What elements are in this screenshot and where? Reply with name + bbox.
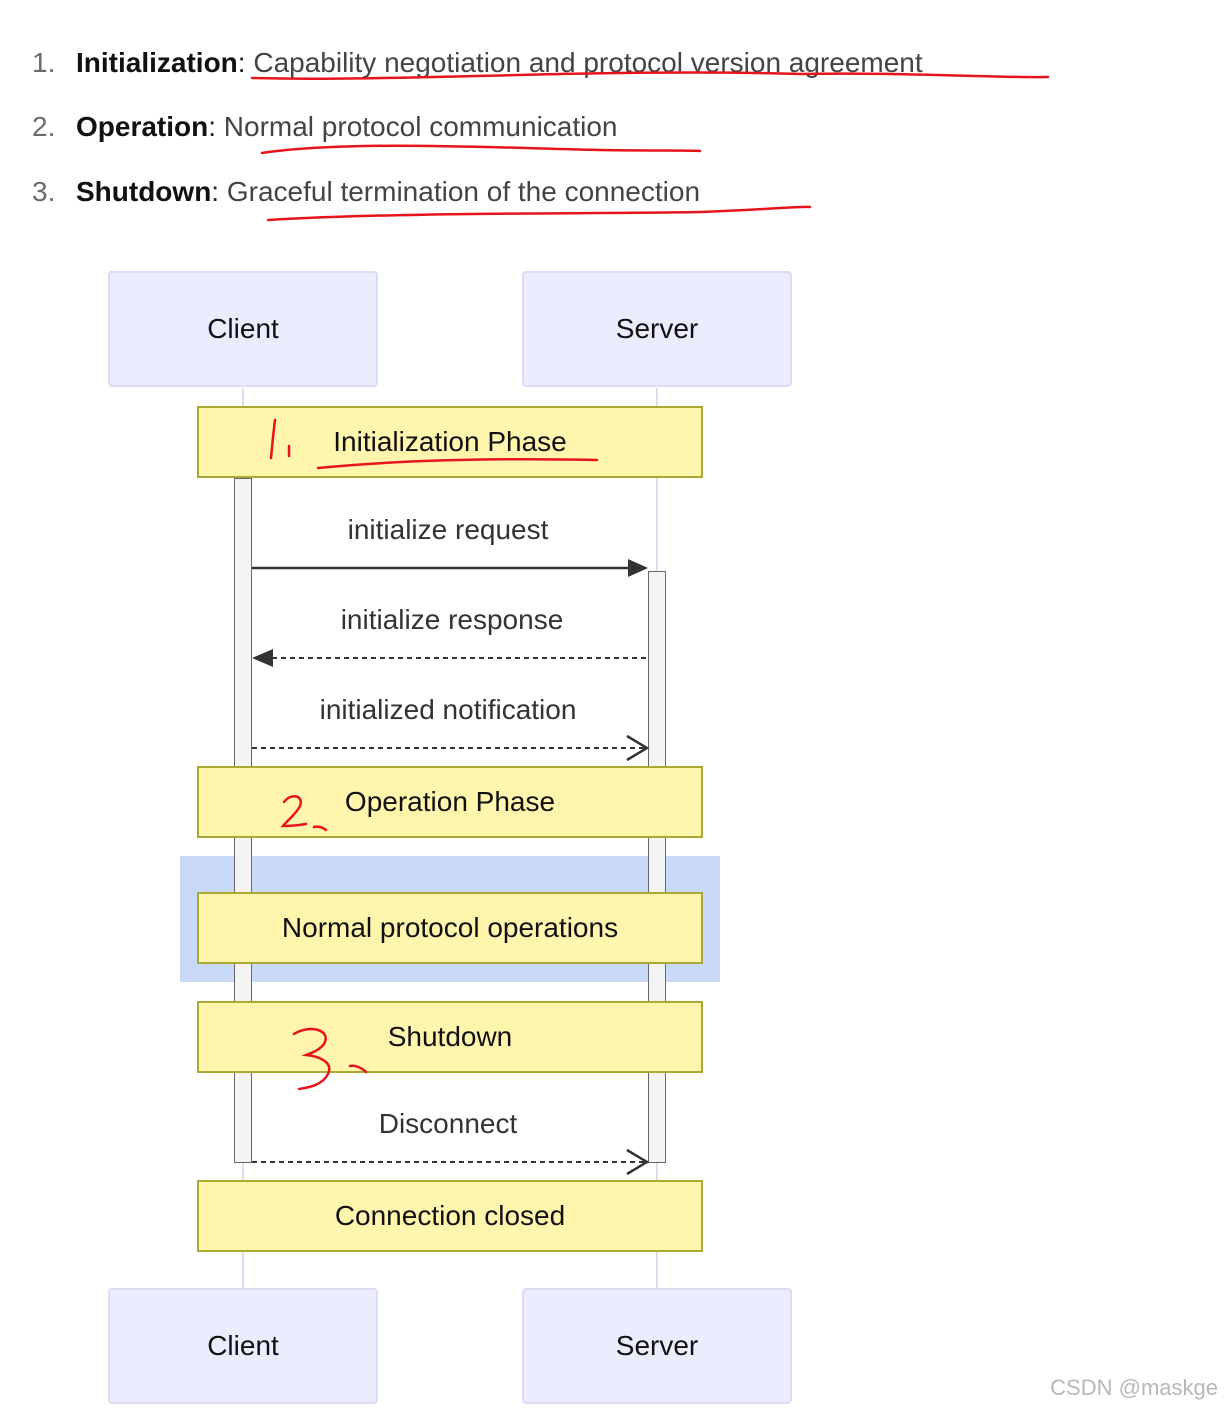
message-label-disconnect: Disconnect <box>378 1108 518 1139</box>
list-term: Shutdown <box>76 176 212 207</box>
note-initialization-phase: Initialization Phase <box>197 406 703 478</box>
actor-client-top: Client <box>108 271 378 387</box>
list-description: Normal protocol communication <box>223 111 618 142</box>
arrow-disconnect <box>252 1148 650 1176</box>
message-label-init-response: initialize response <box>340 604 564 635</box>
list-term: Operation <box>76 111 209 142</box>
red-mark-2 <box>280 794 328 832</box>
note-shutdown: Shutdown <box>197 1001 703 1073</box>
arrow-init-response <box>252 649 648 667</box>
note-operation-phase: Operation Phase <box>197 766 703 838</box>
red-mark-3 <box>292 1027 368 1091</box>
red-underline-3 <box>266 205 812 222</box>
red-underline-1 <box>250 71 1050 80</box>
list-term: Initialization <box>76 47 238 78</box>
arrow-initialized-notification <box>252 734 650 762</box>
red-annotations <box>250 71 1050 1091</box>
list-number: 1. <box>32 47 56 78</box>
message-label-initialized-notification: initialized notification <box>319 694 577 725</box>
list-number: 3. <box>32 176 56 207</box>
actor-server-top: Server <box>522 271 792 387</box>
list-number: 2. <box>32 111 56 142</box>
note-connection-closed: Connection closed <box>197 1180 703 1252</box>
message-label-init-request: initialize request <box>347 514 549 545</box>
watermark: CSDN @maskge <box>1050 1375 1218 1400</box>
actor-server-bottom: Server <box>522 1288 792 1404</box>
list-description: Graceful termination of the connection <box>226 176 701 207</box>
red-underline-init-phase <box>316 458 599 470</box>
red-underline-2 <box>260 144 702 155</box>
list-item-operation: 2.Operation: Normal protocol communicati… <box>32 107 618 147</box>
red-mark-1-stroke <box>269 418 277 460</box>
actor-client-bottom: Client <box>108 1288 378 1404</box>
note-normal-operations: Normal protocol operations <box>197 892 703 964</box>
list-item-shutdown: 3.Shutdown: Graceful termination of the … <box>32 172 700 212</box>
arrow-init-request <box>252 559 648 577</box>
